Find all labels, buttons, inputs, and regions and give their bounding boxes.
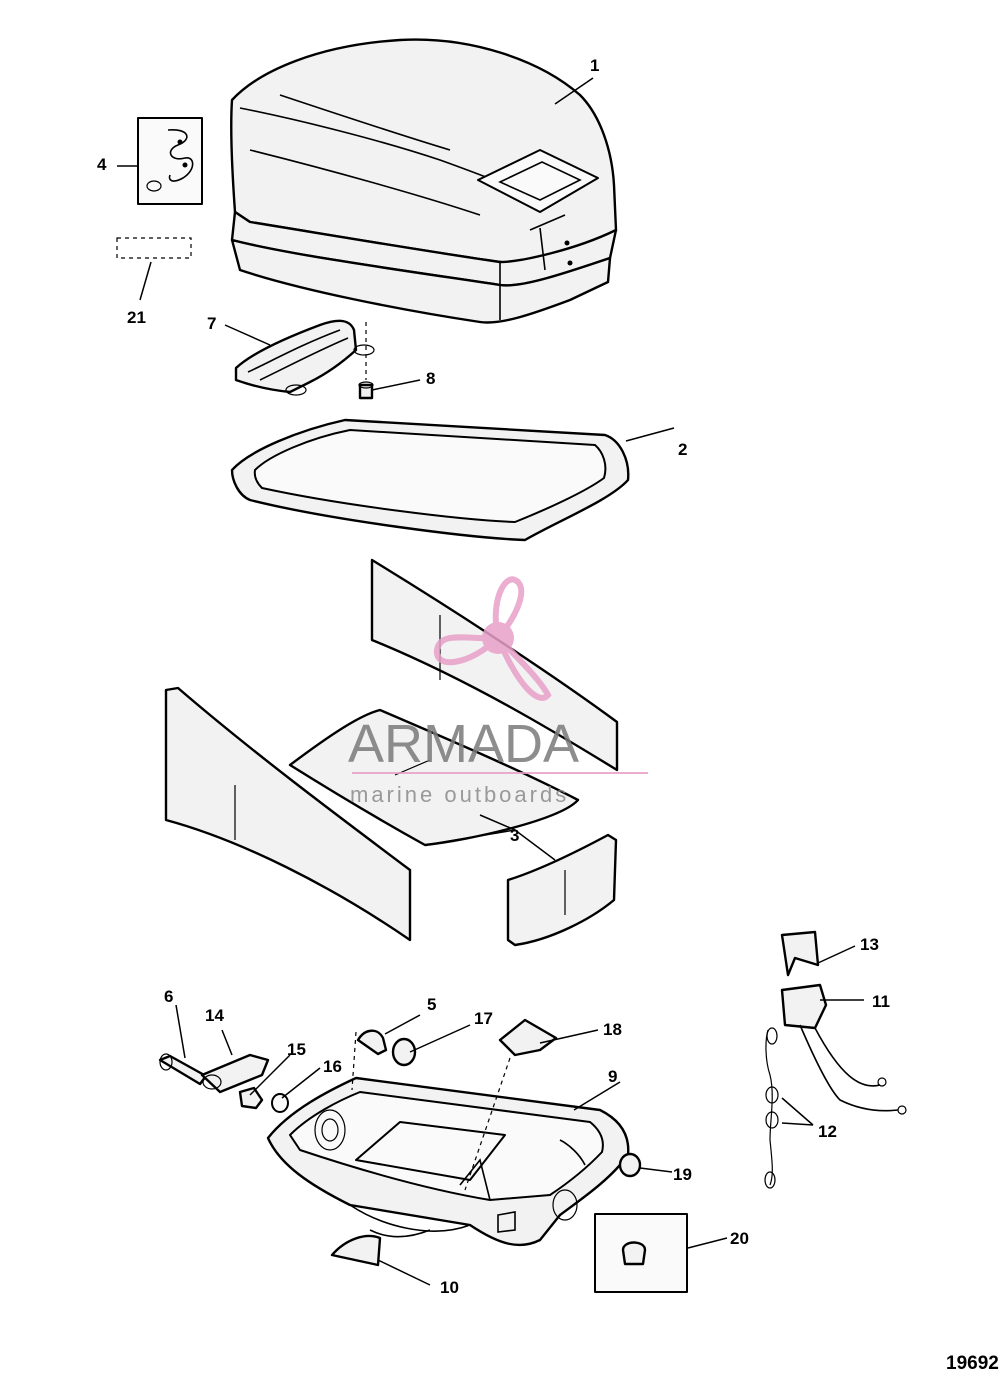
part-nut-15 [238, 1086, 264, 1110]
leader-lines [117, 77, 864, 1286]
callout-21: 21 [127, 308, 146, 327]
part-bolt-6 [158, 1053, 208, 1086]
part-grommet-17 [391, 1037, 417, 1067]
part-latch-bracket [234, 319, 375, 396]
figure-number: 19692 [946, 1353, 999, 1374]
part-bottom-cowl [266, 1076, 630, 1247]
callout-9: 9 [608, 1067, 617, 1086]
part-washer-16 [271, 1093, 289, 1113]
part-screw-8 [358, 322, 374, 400]
callout-14: 14 [205, 1006, 224, 1025]
part-21-placeholder [116, 237, 192, 259]
callout-15: 15 [287, 1040, 306, 1059]
callout-5: 5 [427, 995, 436, 1014]
part-clip-5 [351, 1029, 388, 1091]
watermark-brand: ARMADA [348, 714, 579, 774]
part-pads [164, 558, 619, 947]
callout-18: 18 [603, 1020, 622, 1039]
callout-2: 2 [678, 440, 687, 459]
callout-labels: 1 2 3 4 5 6 7 8 9 10 11 12 13 14 15 16 1… [97, 56, 890, 1297]
callout-11: 11 [872, 992, 890, 1011]
callout-17: 17 [474, 1009, 493, 1028]
callout-12: 12 [818, 1122, 837, 1141]
callout-7: 7 [207, 314, 216, 333]
callout-1: 1 [590, 56, 599, 75]
callout-4: 4 [97, 155, 107, 174]
part-seal [230, 418, 630, 542]
watermark-tagline: marine outboards [350, 782, 569, 807]
callout-8: 8 [426, 369, 435, 388]
callout-3: 3 [510, 826, 519, 845]
part-latch-14 [200, 1053, 270, 1094]
propeller-logo-icon [434, 576, 552, 701]
part-decal-box [137, 117, 203, 205]
callout-13: 13 [860, 935, 879, 954]
callout-10: 10 [440, 1278, 459, 1297]
part-plug-19 [618, 1152, 642, 1178]
part-gasket-10 [330, 1234, 382, 1267]
callout-6: 6 [164, 987, 173, 1006]
part-stop-switch [764, 930, 907, 1189]
part-plug-box-20 [594, 1213, 688, 1293]
watermark: ARMADA marine outboards [348, 576, 648, 807]
callout-19: 19 [673, 1165, 692, 1184]
callout-20: 20 [730, 1229, 749, 1248]
part-bracket-18 [464, 1018, 558, 1191]
callout-16: 16 [323, 1057, 342, 1076]
part-top-cowl [229, 38, 618, 324]
